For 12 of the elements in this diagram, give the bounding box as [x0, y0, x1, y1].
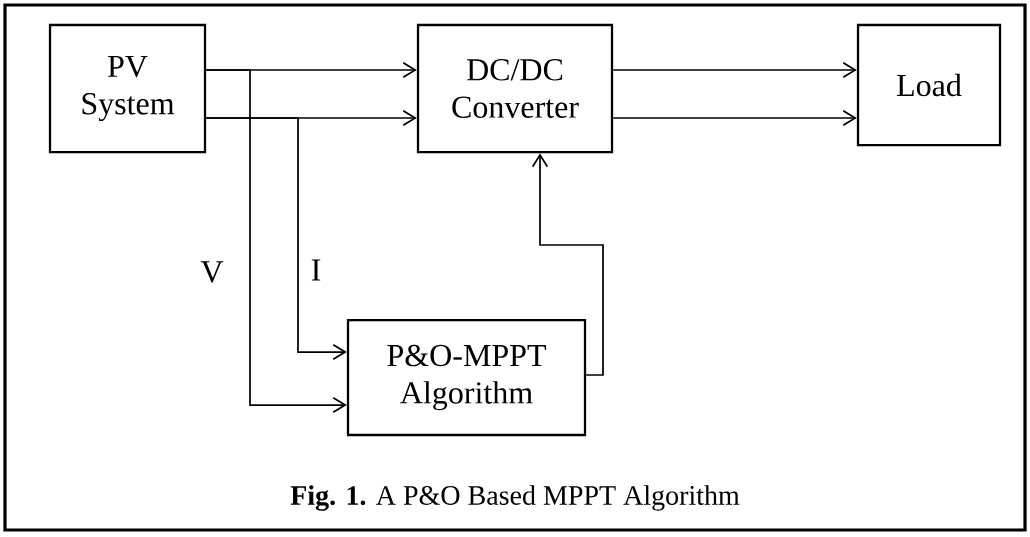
edge-label: V — [199, 259, 225, 285]
process-box: P&O-MPPT Algorithm — [346, 318, 587, 437]
arrow — [612, 109, 857, 127]
edge-label: I — [309, 258, 323, 282]
arrow — [205, 117, 347, 361]
caption: Fig. 1. A P&O Based MPPT Algorithm — [290, 485, 740, 511]
arrow — [205, 69, 347, 414]
process-box: DC/DC Converter — [416, 23, 614, 154]
process-box: PV System — [48, 23, 207, 154]
arrow — [612, 61, 857, 79]
arrow — [531, 153, 604, 376]
process-box: Load — [856, 23, 1002, 147]
